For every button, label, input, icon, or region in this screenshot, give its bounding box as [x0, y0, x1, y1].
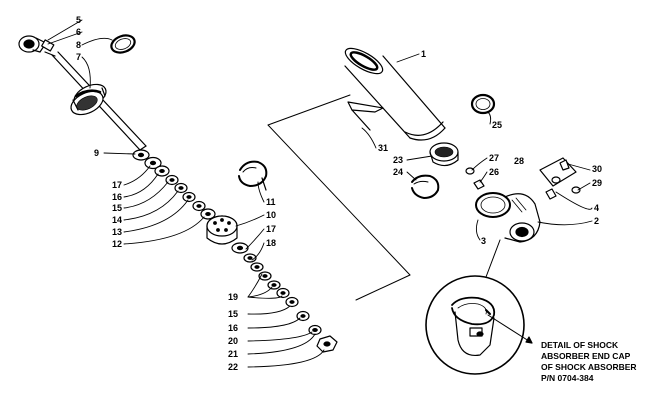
detail-circle — [425, 239, 533, 375]
rod-nut-part — [316, 335, 338, 353]
body-oring-part — [470, 93, 496, 115]
callout-25: 25 — [492, 120, 502, 130]
callout-18: 18 — [266, 238, 276, 248]
body-seal-part — [429, 142, 459, 167]
callout-21: 21 — [228, 349, 238, 359]
callout-2: 2 — [594, 216, 599, 226]
callout-30: 30 — [592, 164, 602, 174]
callout-14: 14 — [112, 215, 122, 225]
callout-7: 7 — [76, 52, 81, 62]
leader-lines — [47, 19, 593, 368]
detail-caption: DETAIL OF SHOCK ABSORBER END CAP OF SHOC… — [541, 340, 637, 383]
detail-caption-line-1: DETAIL OF SHOCK — [541, 340, 619, 350]
callout-27: 27 — [489, 153, 499, 163]
piston-band-part — [238, 160, 268, 191]
callout-17b: 17 — [266, 224, 276, 234]
callout-15a: 15 — [112, 203, 122, 213]
callout-9: 9 — [94, 148, 99, 158]
callout-5: 5 — [76, 15, 81, 25]
left-washer-stack — [132, 149, 216, 220]
callout-29: 29 — [592, 178, 602, 188]
rod-oring-part — [110, 34, 136, 54]
callout-20: 20 — [228, 336, 238, 346]
rod-eye-part — [18, 35, 56, 57]
callout-19: 19 — [228, 292, 238, 302]
detail-caption-line-2: ABSORBER END CAP — [541, 351, 631, 361]
lower-washer-stack — [231, 242, 322, 336]
valve-small-part — [465, 167, 485, 190]
callout-15b: 15 — [228, 309, 238, 319]
callout-17a: 17 — [112, 180, 122, 190]
end-cap-part — [475, 192, 541, 243]
callout-23: 23 — [393, 155, 403, 165]
body-band-part — [411, 174, 440, 199]
callout-1: 1 — [421, 49, 426, 59]
callout-26: 26 — [489, 167, 499, 177]
callout-8: 8 — [76, 40, 81, 50]
rod-seal-head-part — [70, 83, 107, 116]
detail-caption-line-4: P/N 0704-384 — [541, 373, 594, 383]
callout-10: 10 — [266, 210, 276, 220]
callout-3: 3 — [481, 236, 486, 246]
shock-body-part — [344, 47, 446, 141]
callout-16a: 16 — [112, 192, 122, 202]
detail-caption-line-3: OF SHOCK ABSORBER — [541, 362, 637, 372]
callout-28: 28 — [514, 156, 524, 166]
callout-22: 22 — [228, 362, 238, 372]
callout-4: 4 — [594, 203, 599, 213]
callout-labels: 5 6 8 7 9 17 16 15 14 13 12 11 10 17 18 … — [76, 15, 602, 372]
callout-11: 11 — [266, 197, 276, 207]
piston-part — [206, 215, 238, 245]
callout-16b: 16 — [228, 323, 238, 333]
valve-assembly-part — [539, 157, 581, 200]
callout-31: 31 — [378, 143, 388, 153]
callout-12: 12 — [112, 239, 122, 249]
assembly-bracket — [267, 94, 411, 301]
callout-6: 6 — [76, 27, 81, 37]
callout-24: 24 — [393, 167, 403, 177]
callout-13: 13 — [112, 227, 122, 237]
